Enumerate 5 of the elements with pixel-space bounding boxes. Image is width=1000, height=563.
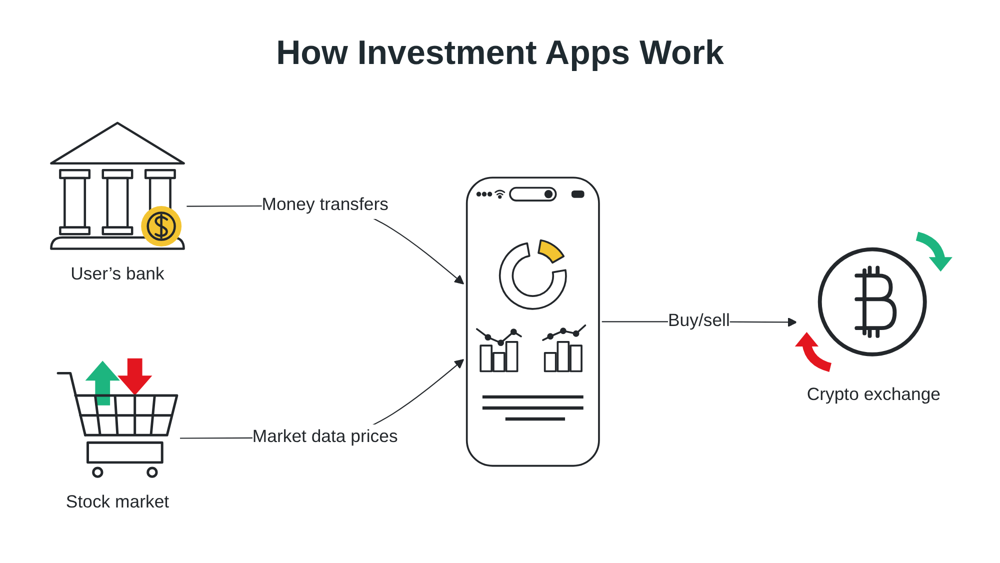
- node-text: Crypto exchange: [806, 386, 940, 405]
- edge-label: Buy/sell: [668, 312, 730, 331]
- edge-label: Money transfers: [262, 196, 388, 215]
- diagram-title: How Investment Apps Work: [275, 34, 725, 73]
- edge-label: Market data prices: [252, 428, 398, 447]
